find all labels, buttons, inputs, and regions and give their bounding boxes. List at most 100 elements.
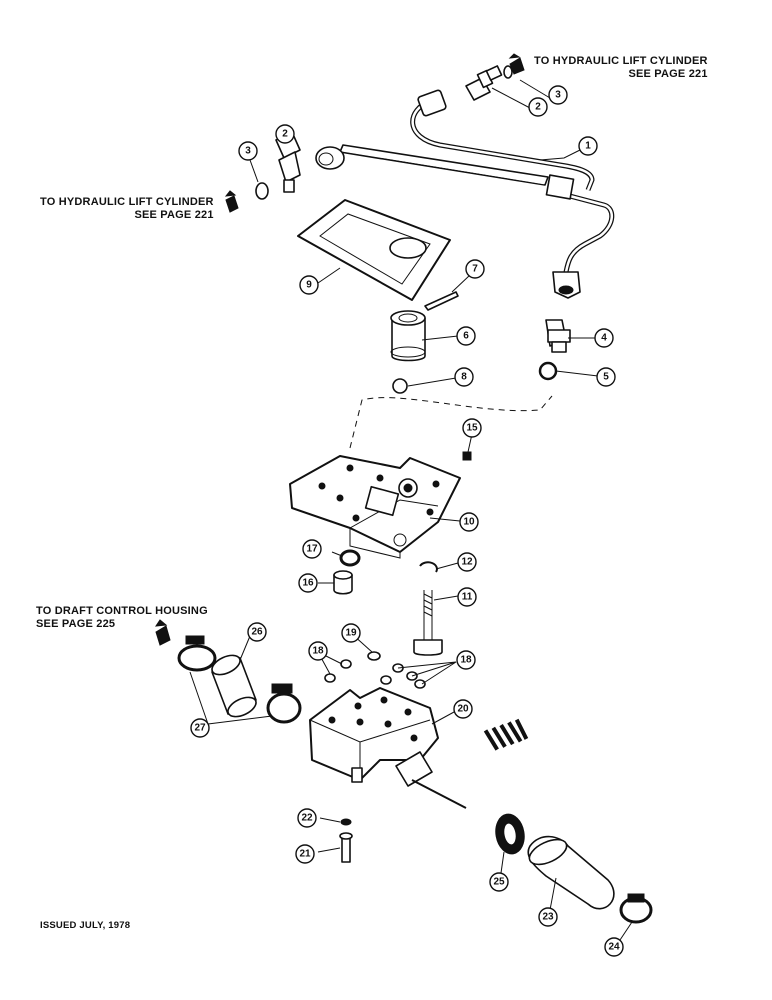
callout-5: 5 (596, 367, 616, 387)
callout-15-label: 15 (466, 423, 478, 434)
callout-11-label: 11 (462, 592, 473, 603)
leader-lines (189, 79, 633, 941)
callout-11: 11 (457, 587, 477, 607)
callout-4: 4 (594, 328, 614, 348)
note-lift-cylinder-right-line2: SEE PAGE 221 (628, 68, 708, 80)
sleeve (390, 310, 426, 362)
callout-10-label: 10 (463, 517, 475, 528)
callout-24: 24 (604, 937, 624, 957)
note-draft-control-line1: TO DRAFT CONTROL HOUSING (36, 605, 208, 617)
callout-24-label: 24 (608, 942, 620, 953)
callout-6-label: 6 (463, 331, 469, 342)
callout-18-right: 18 (456, 650, 476, 670)
arrow-to-left-cylinder (224, 190, 239, 213)
callout-3-left-label: 3 (245, 146, 251, 157)
callout-16: 16 (298, 573, 318, 593)
callout-23-label: 23 (542, 912, 554, 923)
o-ring-18a (340, 659, 352, 669)
note-draft-control: TO DRAFT CONTROL HOUSING SEE PAGE 225 (36, 605, 208, 631)
callout-22-label: 22 (301, 813, 313, 824)
snap-ring (419, 561, 438, 573)
o-ring-19 (367, 651, 381, 661)
ball (392, 378, 408, 394)
cap-plug (333, 570, 353, 595)
callout-17-label: 17 (306, 544, 318, 555)
clamp-upper (177, 635, 217, 672)
callout-3-right-label: 3 (555, 90, 561, 101)
pin (424, 291, 459, 311)
o-ring-18f (414, 679, 426, 689)
callout-2-left: 2 (275, 124, 295, 144)
callout-25: 25 (489, 872, 509, 892)
callout-1: 1 (578, 136, 598, 156)
dust-washer (495, 813, 525, 855)
connector (545, 319, 571, 353)
o-ring-18e (380, 675, 392, 685)
callout-23: 23 (538, 907, 558, 927)
callout-20-label: 20 (457, 704, 469, 715)
callout-9-label: 9 (306, 280, 312, 291)
callout-8-label: 8 (461, 372, 467, 383)
note-lift-cylinder-left-line1: TO HYDRAULIC LIFT CYLINDER (40, 196, 214, 208)
note-draft-control-line2: SEE PAGE 225 (36, 618, 116, 630)
spring (395, 718, 529, 809)
callout-3-right: 3 (548, 85, 568, 105)
o-ring-left (255, 182, 269, 200)
bolt (413, 590, 443, 656)
valve-housing (289, 455, 461, 559)
clamp-boot (619, 893, 653, 924)
callout-18-left: 18 (308, 641, 328, 661)
tube-assembly (315, 89, 615, 299)
callout-8: 8 (454, 367, 474, 387)
callout-20: 20 (453, 699, 473, 719)
note-lift-cylinder-right-line1: TO HYDRAULIC LIFT CYLINDER (534, 55, 708, 67)
control-valve-body (309, 687, 439, 783)
callout-7: 7 (465, 259, 485, 279)
callout-17: 17 (302, 539, 322, 559)
callout-26: 26 (247, 622, 267, 642)
callout-18-right-label: 18 (460, 655, 472, 666)
callout-2-right: 2 (528, 97, 548, 117)
callout-12: 12 (457, 552, 477, 572)
callout-19-label: 19 (345, 628, 357, 639)
rubber-boot (527, 835, 615, 910)
callout-15: 15 (462, 418, 482, 438)
lock-nut (340, 818, 352, 826)
o-ring-connector (538, 361, 558, 381)
callout-7-label: 7 (472, 264, 478, 275)
callout-9: 9 (299, 275, 319, 295)
fitting-upper (465, 65, 503, 101)
callout-27: 27 (190, 718, 210, 738)
callout-6: 6 (456, 326, 476, 346)
callout-5-label: 5 (603, 372, 609, 383)
arrow-to-draft-control (154, 619, 171, 646)
clamp-lower (266, 683, 302, 724)
callout-22: 22 (297, 808, 317, 828)
callout-2-right-label: 2 (535, 102, 541, 113)
gasket (297, 199, 451, 301)
callout-19: 19 (341, 623, 361, 643)
hose-sleeve (211, 654, 257, 718)
callout-18-left-label: 18 (312, 646, 324, 657)
callout-2-left-label: 2 (282, 129, 288, 140)
callout-4-label: 4 (601, 333, 607, 344)
issued-date: ISSUED JULY, 1978 (40, 920, 131, 931)
o-ring-18b (324, 673, 336, 683)
note-lift-cylinder-left: TO HYDRAULIC LIFT CYLINDER SEE PAGE 221 (40, 196, 214, 222)
callout-26-label: 26 (251, 627, 263, 638)
callout-21: 21 (295, 844, 315, 864)
o-ring-upper (503, 65, 513, 79)
callout-25-label: 25 (493, 877, 505, 888)
plug (462, 451, 472, 461)
callout-1-label: 1 (585, 141, 591, 152)
callout-27-label: 27 (194, 723, 206, 734)
callout-16-label: 16 (302, 578, 314, 589)
note-lift-cylinder-right: TO HYDRAULIC LIFT CYLINDER SEE PAGE 221 (534, 55, 708, 81)
note-lift-cylinder-left-line2: SEE PAGE 221 (134, 209, 214, 221)
callout-12-label: 12 (461, 557, 473, 568)
dashed-connection (349, 395, 553, 449)
callout-21-label: 21 (299, 849, 311, 860)
callout-3-left: 3 (238, 141, 258, 161)
cap-screw (339, 832, 353, 863)
